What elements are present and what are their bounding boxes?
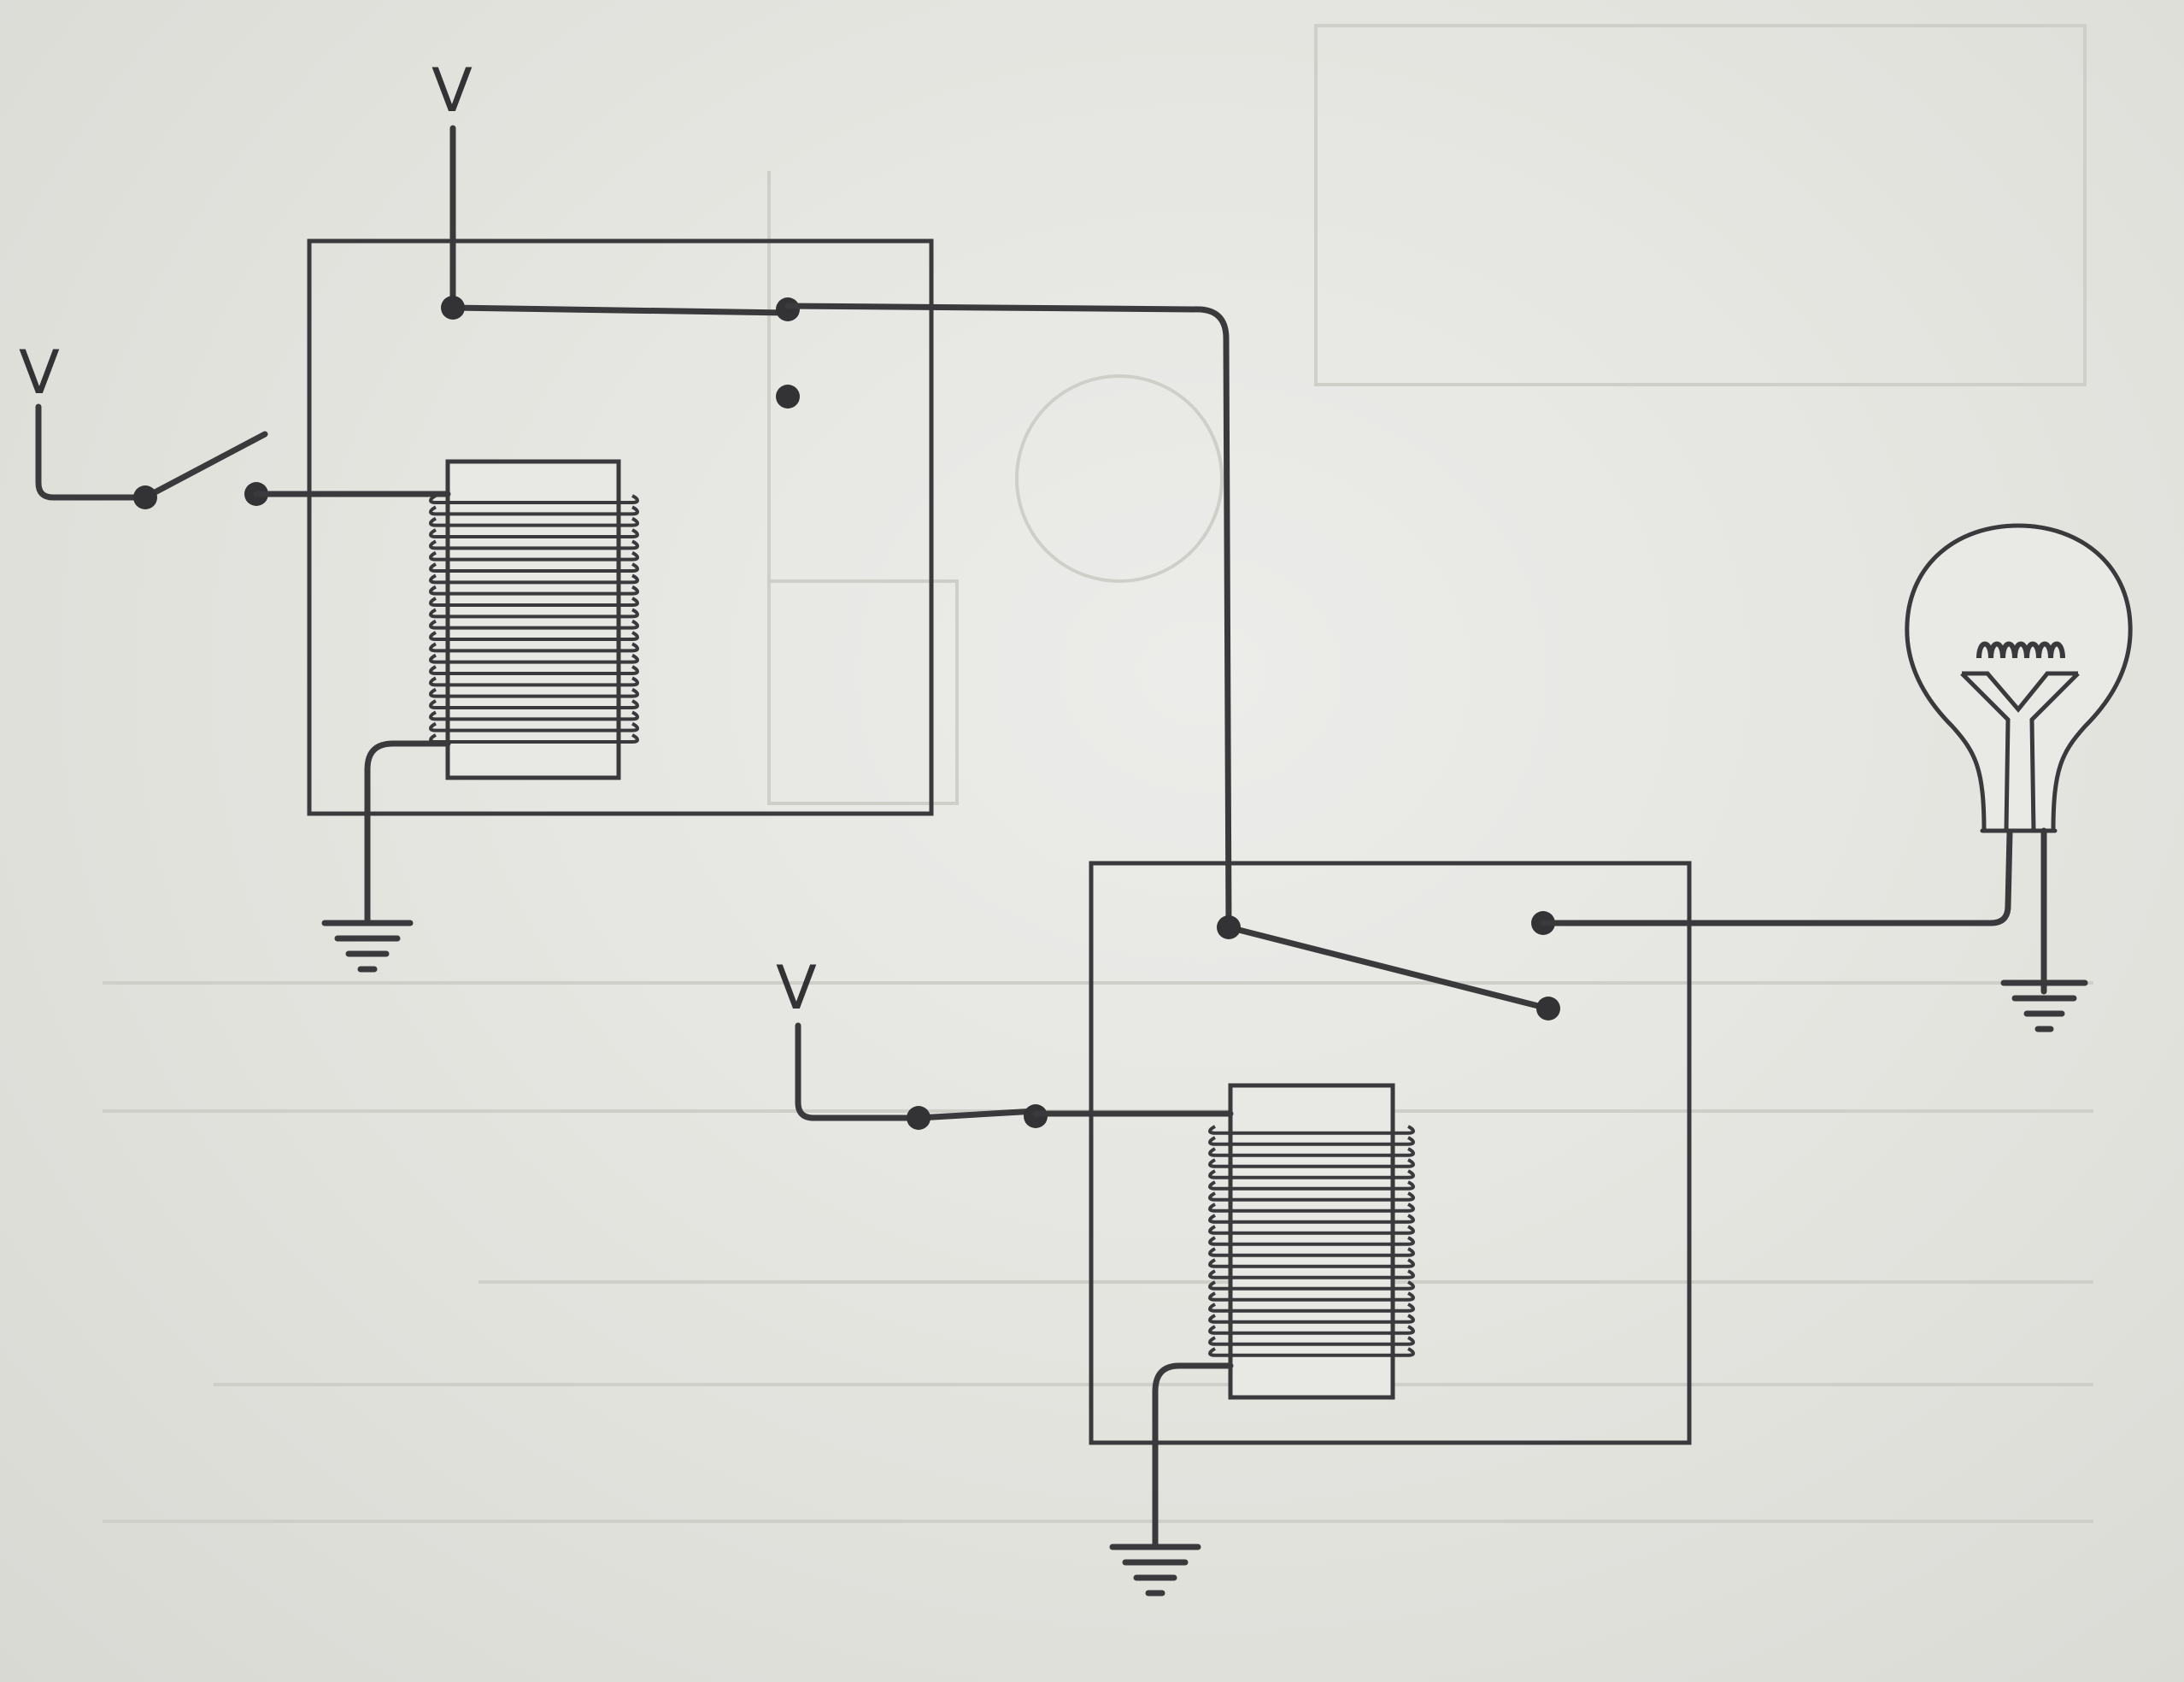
coil-winding	[1208, 1303, 1415, 1313]
coil-winding	[1208, 1247, 1415, 1257]
second-switch-lever	[915, 1108, 1039, 1121]
relay-2-ground-wire	[1152, 1362, 1234, 1550]
relay-1-pivot	[441, 296, 465, 320]
coil-winding	[429, 505, 639, 516]
wire-relay-1-to-relay-2	[784, 303, 1232, 931]
relay-1-housing	[307, 238, 934, 816]
coil-winding	[1208, 1258, 1415, 1268]
relay-1-ground-symbol	[321, 920, 414, 973]
coil-winding	[429, 597, 639, 607]
second-switch-supply-wire	[795, 1022, 922, 1121]
relay-2-armature	[1225, 924, 1552, 1012]
coil-winding	[1208, 1180, 1415, 1191]
bulb-ground-symbol	[2000, 979, 2088, 1032]
coil-winding	[429, 516, 639, 527]
relay-2-lower-contact	[1536, 997, 1560, 1020]
coil-winding	[1208, 1325, 1415, 1335]
coil-winding	[1208, 1169, 1415, 1179]
coil-winding	[1208, 1125, 1415, 1135]
show-through-background	[103, 24, 2093, 1523]
input-switch-lever	[142, 431, 268, 501]
relay-2-coil-windings	[1208, 1125, 1415, 1357]
coil-winding	[1208, 1136, 1415, 1146]
relay-2-pivot	[1217, 915, 1241, 939]
coil-winding	[429, 733, 639, 744]
coil-winding	[1208, 1336, 1415, 1346]
relay-1-coil-windings	[429, 494, 639, 744]
v-label-second-relay: V	[776, 953, 817, 1023]
input-switch-pivot	[133, 485, 157, 509]
input-switch-supply-wire	[35, 403, 149, 501]
relay-1-ground-wire	[364, 740, 451, 926]
coil-winding	[1208, 1269, 1415, 1279]
coil-winding	[429, 562, 639, 573]
coil-winding	[429, 608, 639, 619]
coil-winding	[1208, 1191, 1415, 1202]
coil-winding	[429, 528, 639, 538]
second-input-switch: V	[776, 953, 1234, 1130]
coil-winding	[429, 539, 639, 550]
relay-1-open-contact	[776, 385, 800, 409]
input-switch: V	[19, 338, 451, 509]
relay-2	[1089, 861, 1692, 1597]
bulb-glass-icon	[1905, 523, 2133, 832]
coil-winding	[429, 573, 639, 585]
bulb-filament-icon	[1960, 641, 2080, 832]
coil-winding	[429, 585, 639, 596]
relay-2-housing	[1089, 861, 1692, 1445]
coil-winding	[429, 699, 639, 709]
coil-winding	[429, 653, 639, 664]
coil-winding	[429, 687, 639, 698]
relay-2-ground-symbol	[1109, 1544, 1201, 1597]
coil-winding	[1208, 1225, 1415, 1235]
v-label-top: V	[432, 56, 473, 126]
relay-1-armature	[449, 304, 791, 316]
coil-winding	[429, 665, 639, 675]
coil-winding	[1208, 1347, 1415, 1357]
coil-winding	[429, 494, 639, 504]
coil-winding	[1208, 1203, 1415, 1213]
light-bulb	[1905, 523, 2133, 1032]
v-label-left: V	[19, 338, 60, 408]
coil-winding	[1208, 1214, 1415, 1224]
relay-1-closed-contact	[776, 297, 800, 321]
coil-winding	[1208, 1314, 1415, 1324]
coil-winding	[1208, 1291, 1415, 1302]
coil-winding	[429, 721, 639, 732]
second-switch-pivot	[907, 1106, 931, 1130]
coil-winding	[1208, 1158, 1415, 1168]
coil-winding	[1208, 1236, 1415, 1246]
relay-1: V	[307, 56, 934, 973]
coil-winding	[1208, 1147, 1415, 1157]
wire-relay-2-to-bulb	[1540, 830, 2013, 926]
coil-winding	[429, 550, 639, 562]
coil-winding	[429, 619, 639, 630]
coil-winding	[429, 676, 639, 687]
coil-winding	[1208, 1280, 1415, 1291]
coil-winding	[429, 642, 639, 653]
coil-winding	[429, 710, 639, 721]
coil-winding	[429, 631, 639, 641]
